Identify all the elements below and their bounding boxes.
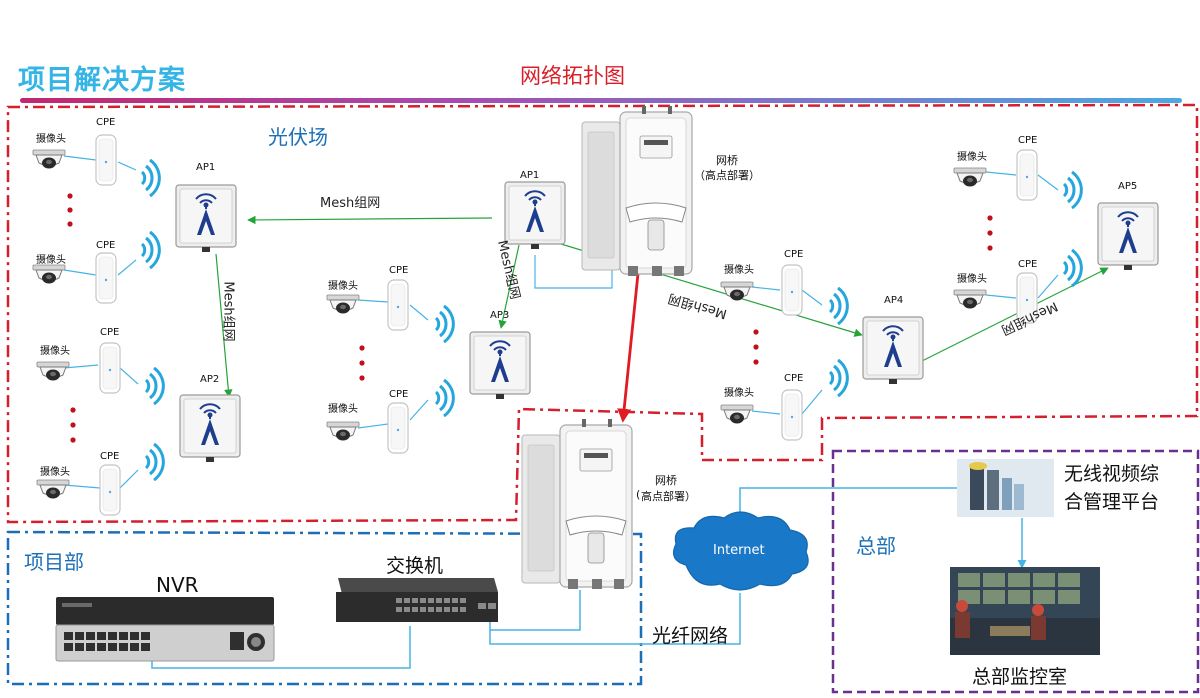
cpe-icon (1016, 149, 1038, 201)
cpe-label: CPE (100, 451, 120, 462)
dome-camera-icon (36, 479, 70, 499)
ap1-left-icon (175, 184, 237, 253)
cpe-icon (95, 134, 117, 186)
project-dept-boundary (6, 530, 643, 686)
ap4-icon (862, 316, 924, 385)
cpe-label: CPE (389, 389, 409, 400)
cpe-label: CPE (96, 117, 116, 128)
cpe-icon (99, 342, 121, 394)
wifi-signal-icon (1062, 170, 1083, 210)
platform-label-line1: 无线视频综 (1064, 463, 1160, 485)
ap1-left-label: AP1 (196, 162, 216, 173)
dome-camera-icon (953, 167, 987, 187)
dome-camera-icon (953, 289, 987, 309)
page-title: 项目解决方案 (18, 65, 186, 96)
wifi-signal-icon (140, 158, 161, 198)
dome-camera-icon (720, 281, 754, 301)
bridge-top-label: 网桥 (716, 154, 738, 167)
zone-label-project-dept: 项目部 (24, 550, 84, 574)
dome-camera-icon (720, 404, 754, 424)
bridge-wireless-link (617, 251, 646, 423)
mesh-label-horizontal: Mesh组网 (320, 196, 381, 211)
cpe-links (117, 161, 1059, 489)
wifi-signal-icon (828, 358, 849, 398)
cpe-label: CPE (1018, 135, 1038, 146)
cpe-label: CPE (784, 373, 804, 384)
cpe-icon (99, 464, 121, 516)
ap4-label: AP4 (884, 295, 904, 306)
camera-label: 摄像头 (724, 388, 754, 399)
dome-camera-icon (36, 361, 70, 381)
ap3-label: AP3 (490, 310, 510, 321)
wireless-bridge-top-icon (581, 105, 693, 277)
ap3-icon (469, 331, 531, 400)
camera-label: 摄像头 (36, 134, 66, 145)
camera-label: 摄像头 (328, 404, 358, 415)
camera-label: 摄像头 (957, 152, 987, 163)
nvr-label: NVR (156, 573, 199, 597)
cpe-icon (387, 279, 409, 331)
cpe-label: CPE (389, 265, 409, 276)
switch-icon (336, 578, 498, 622)
internet-cloud-icon (673, 511, 809, 591)
cpe-label: CPE (784, 249, 804, 260)
ap5-icon (1097, 202, 1159, 271)
camera-links (63, 155, 1017, 489)
cpe-icon (95, 252, 117, 304)
ap5-label: AP5 (1118, 181, 1138, 192)
internet-label: Internet (713, 543, 765, 558)
bridge-bottom-label: 网桥 (655, 474, 677, 487)
ap1-mid-label: AP1 (520, 170, 540, 181)
dome-camera-icon (326, 421, 360, 441)
wifi-signal-icon (144, 366, 165, 406)
camera-label: 摄像头 (957, 274, 987, 285)
ap2-icon (179, 394, 241, 463)
cpe-label: CPE (1018, 259, 1038, 270)
title-underline (20, 98, 1182, 103)
zone-label-hq: 总部 (856, 534, 896, 558)
cpe-label: CPE (100, 327, 120, 338)
cpe-icon (781, 389, 803, 441)
dome-camera-icon (326, 294, 360, 314)
dome-camera-icon (32, 264, 66, 284)
hq-boundary (831, 449, 1200, 694)
wifi-signal-icon (1062, 248, 1083, 288)
wifi-signal-icon (434, 378, 455, 418)
cpe-label: CPE (96, 240, 116, 251)
ap2-label: AP2 (200, 374, 220, 385)
wireless-bridge-bottom-icon (521, 418, 633, 590)
wifi-signal-icon (140, 230, 161, 270)
camera-label: 摄像头 (40, 346, 70, 357)
camera-label: 摄像头 (40, 467, 70, 478)
zone-label-pv-field: 光伏场 (268, 125, 328, 149)
bridge-bottom-sublabel: 高点部署） (641, 490, 696, 503)
nvr-icon (55, 597, 275, 662)
camera-label: 摄像头 (724, 265, 754, 276)
fiber-network-label: 光纤网络 (652, 625, 729, 647)
switch-label: 交换机 (386, 555, 444, 577)
platform-label-line2: 合管理平台 (1064, 491, 1160, 513)
bridge-bottom-paren: ( (636, 488, 641, 501)
diagram-title: 网络拓扑图 (520, 64, 625, 88)
bridge-top-sublabel: （高点部署） (694, 169, 760, 182)
wifi-signal-icon (144, 442, 165, 482)
ap1-mid-icon (504, 181, 566, 250)
more-devices-dots (67, 193, 993, 443)
cpe-icon (387, 402, 409, 454)
monitor-room-label: 总部监控室 (972, 666, 1068, 688)
wifi-signal-icon (434, 304, 455, 344)
management-platform-icon (957, 459, 1054, 517)
wifi-signal-icon (828, 286, 849, 326)
dome-camera-icon (32, 149, 66, 169)
camera-label: 摄像头 (328, 281, 358, 292)
cpe-icon (781, 264, 803, 316)
camera-label: 摄像头 (36, 255, 66, 266)
monitoring-room-image (950, 567, 1100, 655)
mesh-label-ap1-ap2: Mesh组网 (220, 281, 236, 342)
